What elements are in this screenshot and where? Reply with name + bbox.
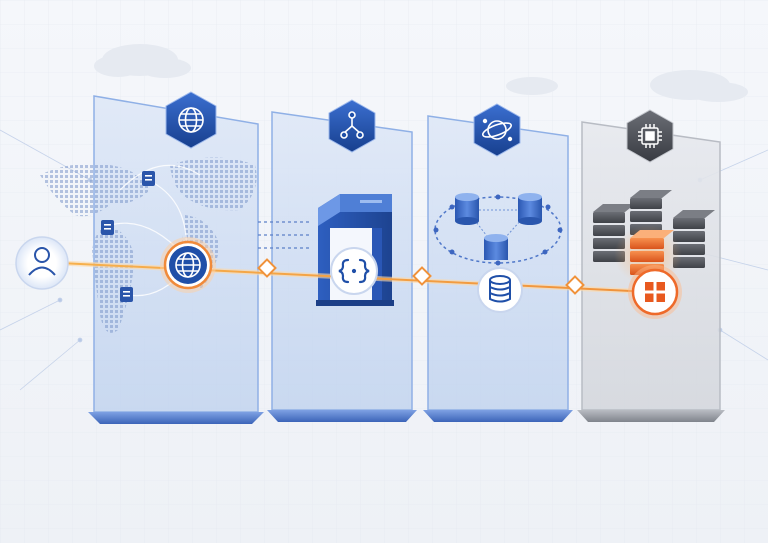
data-stream-lines — [258, 221, 312, 249]
windows-grid-icon — [645, 282, 665, 302]
badge-compute[interactable] — [626, 109, 674, 163]
database-icon — [489, 275, 511, 303]
user-icon — [28, 247, 56, 276]
location-pin-icon — [142, 171, 155, 186]
cloud-decoration — [94, 44, 748, 102]
diamond-connector — [257, 258, 277, 278]
panel-base — [577, 410, 725, 422]
database-cylinder — [484, 234, 508, 260]
badge-distributed-database[interactable] — [473, 103, 521, 157]
planet-orbit-icon — [482, 118, 513, 142]
database-cylinder — [518, 193, 542, 225]
location-pin-icon — [120, 287, 133, 302]
database-cylinder — [455, 193, 479, 225]
global-network-node[interactable] — [160, 237, 216, 293]
cpu-chip-icon — [638, 124, 662, 148]
panel-base — [88, 412, 264, 424]
diamond-connector — [412, 266, 432, 286]
panel-compute — [577, 121, 725, 422]
database-node[interactable] — [477, 267, 523, 313]
badge-global-network[interactable] — [165, 91, 217, 149]
api-gateway-node[interactable] — [330, 247, 378, 295]
server-stack-highlighted — [614, 225, 682, 285]
diamond-connector — [565, 275, 585, 295]
location-pin-icon — [101, 220, 114, 235]
code-braces-icon — [338, 258, 370, 284]
panel-distributed-database — [423, 115, 573, 422]
user-node[interactable] — [15, 236, 69, 290]
badge-api-gateway[interactable] — [328, 99, 376, 153]
globe-icon — [178, 107, 204, 133]
globe-icon — [175, 252, 201, 278]
ring-nodes — [433, 194, 563, 266]
panel-base — [423, 410, 573, 422]
panel-base — [267, 410, 417, 422]
share-nodes-icon — [340, 111, 364, 139]
compute-node[interactable] — [628, 265, 682, 319]
